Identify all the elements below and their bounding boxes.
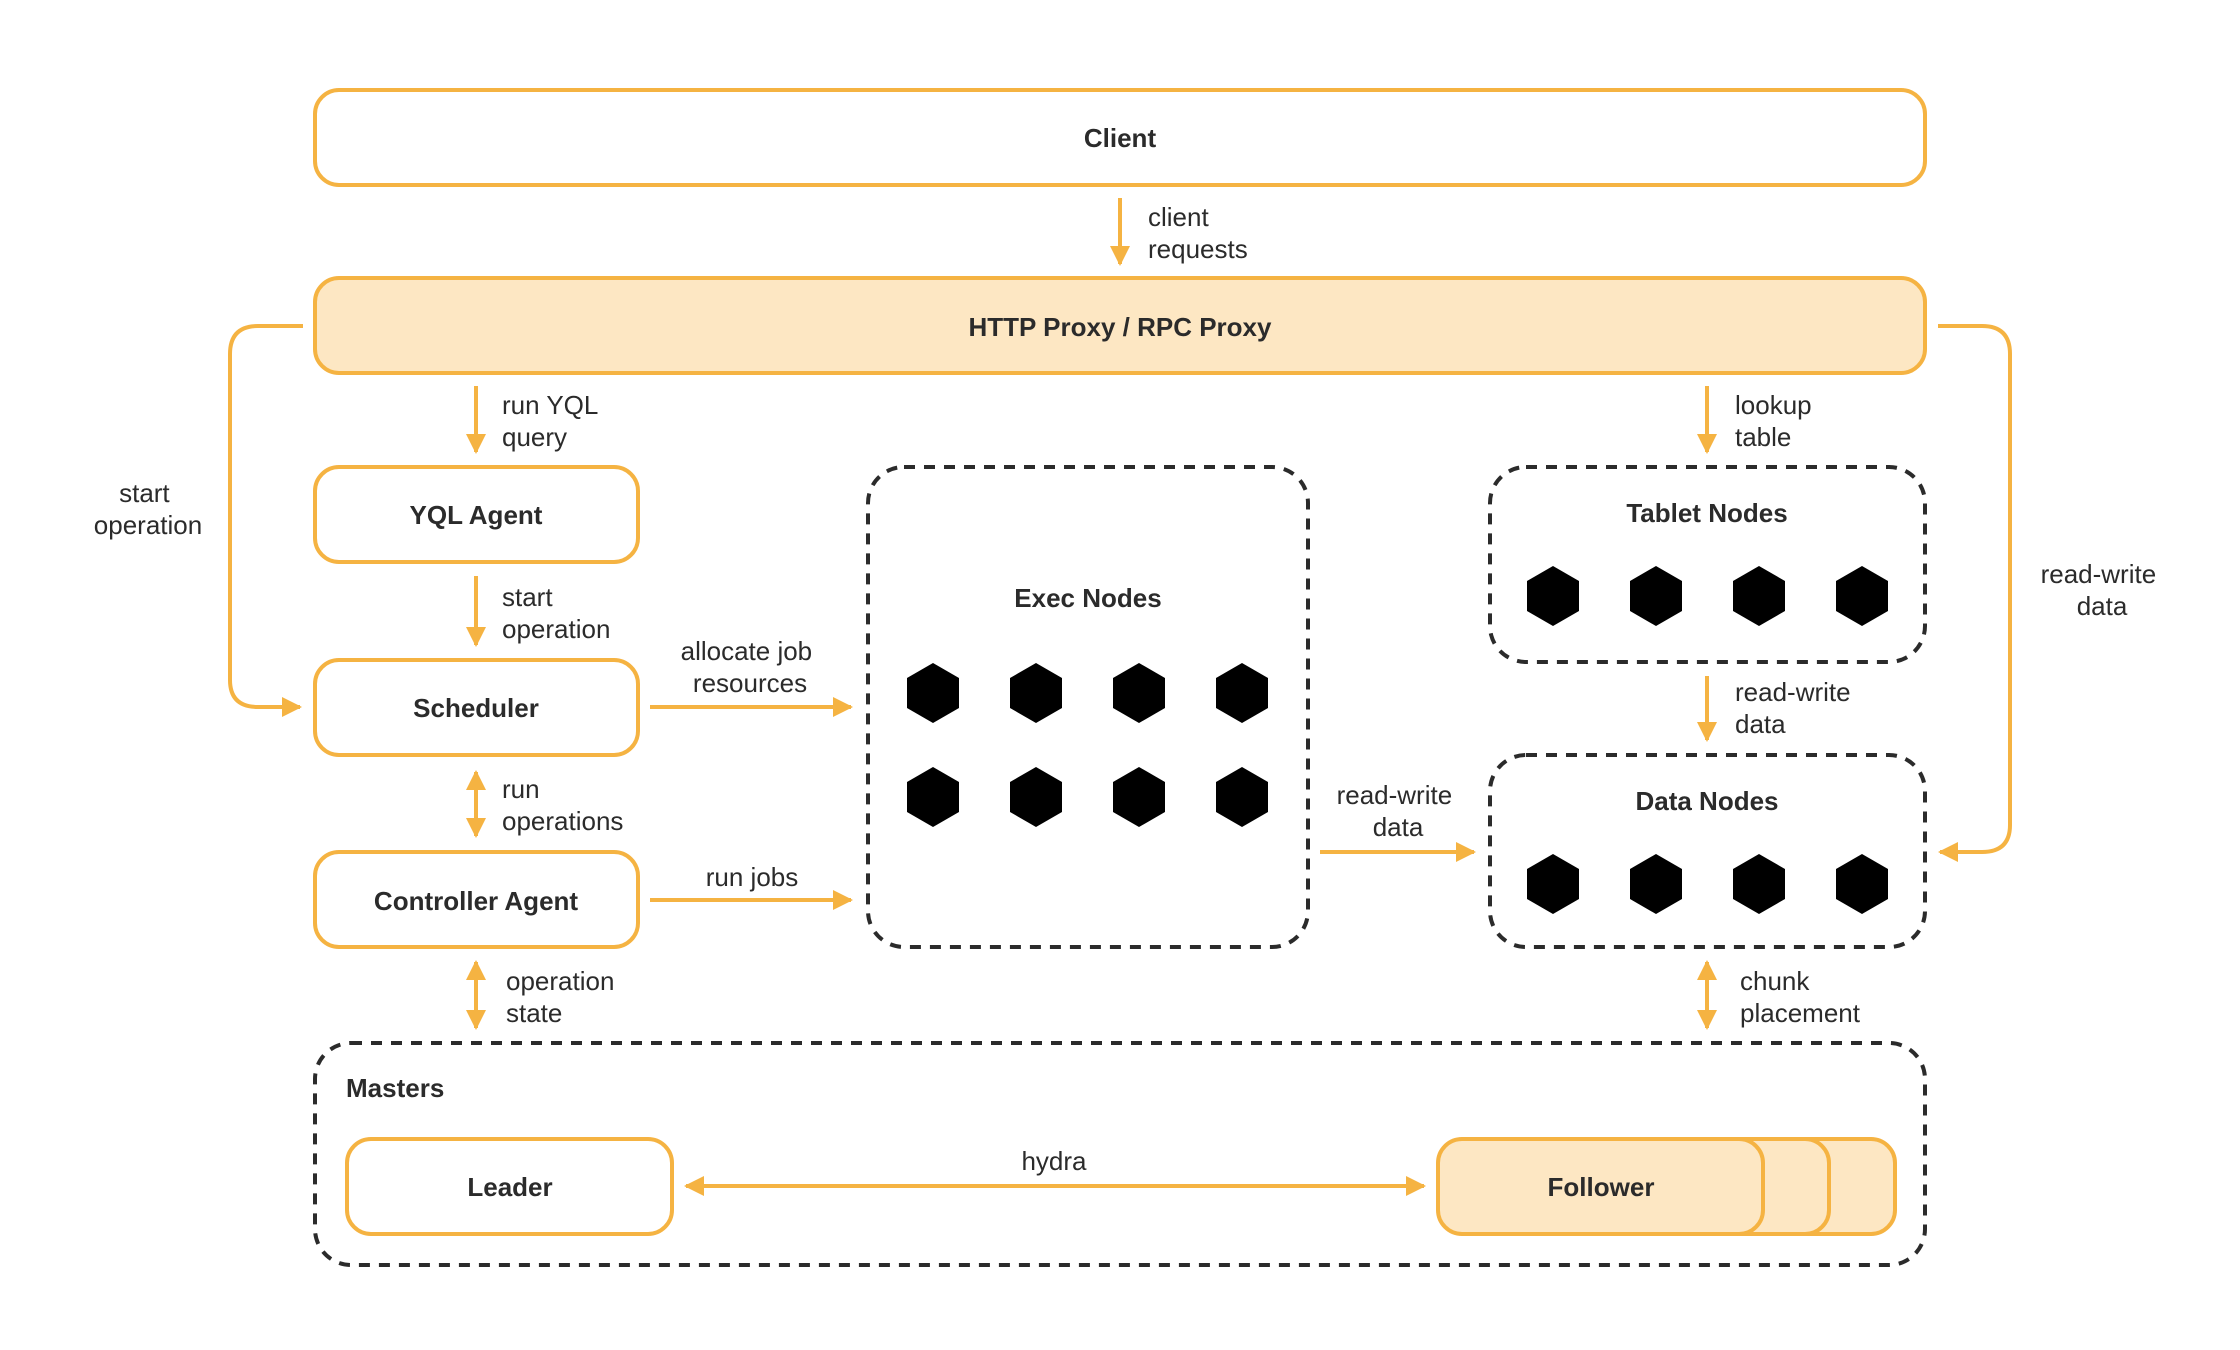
- follower-label: Follower: [1548, 1172, 1655, 1202]
- cube-icon: [1733, 566, 1785, 626]
- edge-label-read-write-right: read-write data: [2041, 559, 2164, 621]
- cube-icon: [1010, 663, 1062, 723]
- controller-agent-box: Controller Agent: [313, 850, 640, 949]
- exec-nodes-label: Exec Nodes: [1014, 583, 1161, 613]
- cube-icon: [1113, 767, 1165, 827]
- cube-icon: [907, 663, 959, 723]
- edge-label-operation-state: operation state: [506, 966, 622, 1028]
- cube-icon: [1630, 854, 1682, 914]
- follower-box: [1436, 1137, 1765, 1236]
- scheduler-box: Scheduler: [313, 658, 640, 757]
- arrow-proxy-scheduler: [228, 324, 303, 717]
- scheduler-label: Scheduler: [413, 693, 539, 723]
- edge-label-run-yql-query: run YQL query: [502, 390, 605, 452]
- proxy-box: HTTP Proxy / RPC Proxy: [313, 276, 1927, 375]
- edge-label-allocate-job-resources: allocate job resources: [681, 636, 820, 698]
- leader-label: Leader: [467, 1172, 552, 1202]
- cube-icon: [1527, 566, 1579, 626]
- cube-icon: [1630, 566, 1682, 626]
- proxy-label: HTTP Proxy / RPC Proxy: [969, 312, 1272, 342]
- cube-icon: [1836, 566, 1888, 626]
- arrow-proxy-data: [1938, 324, 2012, 862]
- cube-icon: [1733, 854, 1785, 914]
- edge-label-start-operation-left: start operation: [94, 478, 202, 540]
- cube-icon: [1527, 854, 1579, 914]
- tablet-nodes-label: Tablet Nodes: [1626, 498, 1787, 528]
- edge-label-read-write-tablet: read-write data: [1735, 677, 1858, 739]
- client-box: Client: [313, 88, 1927, 187]
- edge-label-chunk-placement: chunk placement: [1740, 966, 1861, 1028]
- edge-label-run-jobs: run jobs: [706, 862, 799, 892]
- data-nodes-label: Data Nodes: [1635, 786, 1778, 816]
- edge-label-lookup-table: lookup table: [1735, 390, 1819, 452]
- cube-icon: [1010, 767, 1062, 827]
- edge-label-client-requests: client requests: [1148, 202, 1248, 264]
- cube-icon: [1113, 663, 1165, 723]
- controller-agent-label: Controller Agent: [374, 886, 578, 916]
- data-nodes-group: Data Nodes: [1488, 753, 1927, 949]
- exec-nodes-group: Exec Nodes: [866, 465, 1310, 949]
- masters-label: Masters: [346, 1073, 444, 1103]
- client-label: Client: [1084, 123, 1157, 153]
- cube-icon: [1216, 663, 1268, 723]
- tablet-nodes-group: Tablet Nodes: [1488, 465, 1927, 664]
- masters-group: Masters: [313, 1041, 1927, 1267]
- edge-label-run-operations: run operations: [502, 774, 623, 836]
- yql-agent-box: YQL Agent: [313, 465, 640, 564]
- yql-agent-label: YQL Agent: [410, 500, 543, 530]
- edge-label-read-write-exec: read-write data: [1337, 780, 1460, 842]
- cube-icon: [1836, 854, 1888, 914]
- edge-label-hydra: hydra: [1021, 1146, 1087, 1176]
- cube-icon: [907, 767, 959, 827]
- edge-label-start-operation-yql: start operation: [502, 582, 610, 644]
- cube-icon: [1216, 767, 1268, 827]
- leader-box: Leader: [345, 1137, 674, 1236]
- follower-stack: Follower: [1436, 1137, 1897, 1236]
